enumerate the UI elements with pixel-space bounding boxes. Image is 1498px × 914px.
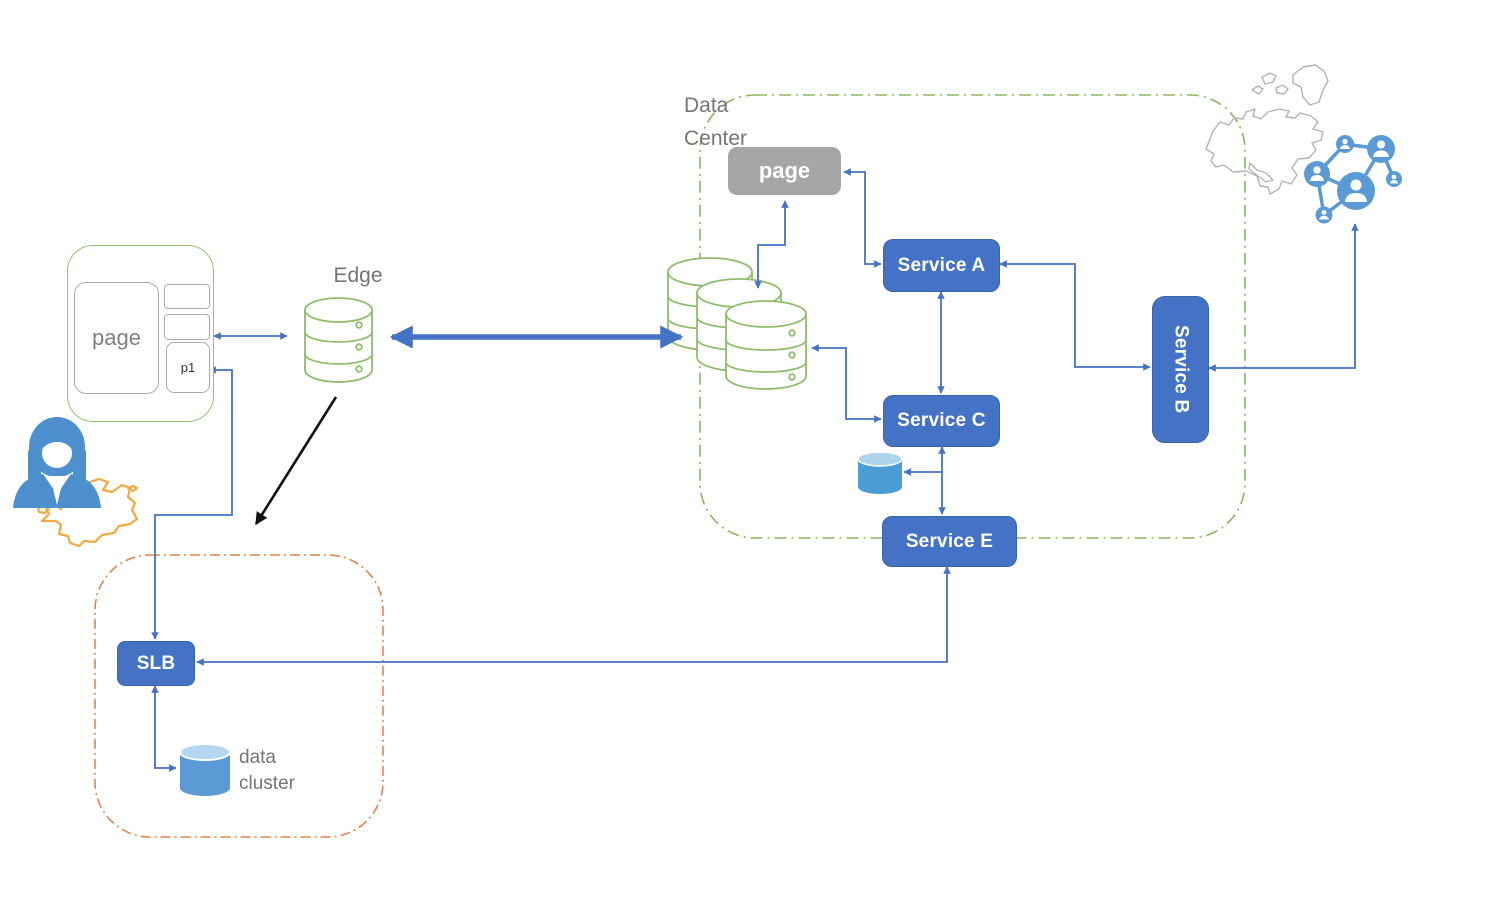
service-c-node: Service C bbox=[883, 395, 1000, 447]
edge-server-icon bbox=[304, 297, 373, 383]
north-america-map-icon bbox=[1205, 64, 1329, 195]
service-b-label: Service B bbox=[1170, 325, 1192, 414]
arrow-p1-slb bbox=[151, 366, 233, 640]
dc-page-label: page bbox=[758, 158, 811, 183]
user-network-icon bbox=[1304, 135, 1402, 224]
browser-page-panel: page bbox=[74, 282, 159, 394]
arrow-service-a-service-b bbox=[999, 260, 1151, 371]
arrow-service-e-slb bbox=[196, 566, 951, 666]
arrow-edge-cluster-black bbox=[254, 396, 338, 526]
browser-page-label: page bbox=[92, 325, 141, 350]
user-icon bbox=[13, 417, 101, 508]
browser-p1-label: p1 bbox=[180, 360, 196, 375]
service-e-node: Service E bbox=[882, 516, 1017, 567]
service-a-node: Service A bbox=[883, 239, 1000, 292]
browser-p1-panel: p1 bbox=[166, 342, 210, 393]
arrow-slb-data-cluster bbox=[151, 685, 177, 772]
arrow-page-database bbox=[754, 200, 789, 289]
data-cluster-label: data cluster bbox=[239, 747, 295, 795]
dc-page-node: page bbox=[728, 147, 841, 195]
slb-label: SLB bbox=[136, 652, 176, 674]
edge-label: Edge bbox=[333, 264, 383, 287]
slb-cluster-region bbox=[94, 554, 384, 838]
arrow-service-b-network bbox=[1208, 223, 1359, 372]
service-c-label: Service C bbox=[897, 410, 986, 431]
slb-node: SLB bbox=[117, 641, 195, 686]
arrow-database-service-c bbox=[811, 344, 882, 423]
database-stack-icon bbox=[667, 257, 807, 390]
cache-db-icon bbox=[857, 451, 903, 494]
service-b-node: Service B bbox=[1152, 296, 1209, 443]
data-cluster-db-icon bbox=[179, 743, 231, 796]
browser-window: page p1 bbox=[67, 245, 214, 422]
data-center-label: Data Center bbox=[684, 94, 748, 150]
browser-widget-1 bbox=[164, 284, 210, 309]
service-a-label: Service A bbox=[897, 254, 986, 276]
arrow-page-service-a bbox=[843, 168, 882, 268]
browser-widget-2 bbox=[164, 314, 210, 340]
service-e-label: Service E bbox=[905, 530, 994, 552]
